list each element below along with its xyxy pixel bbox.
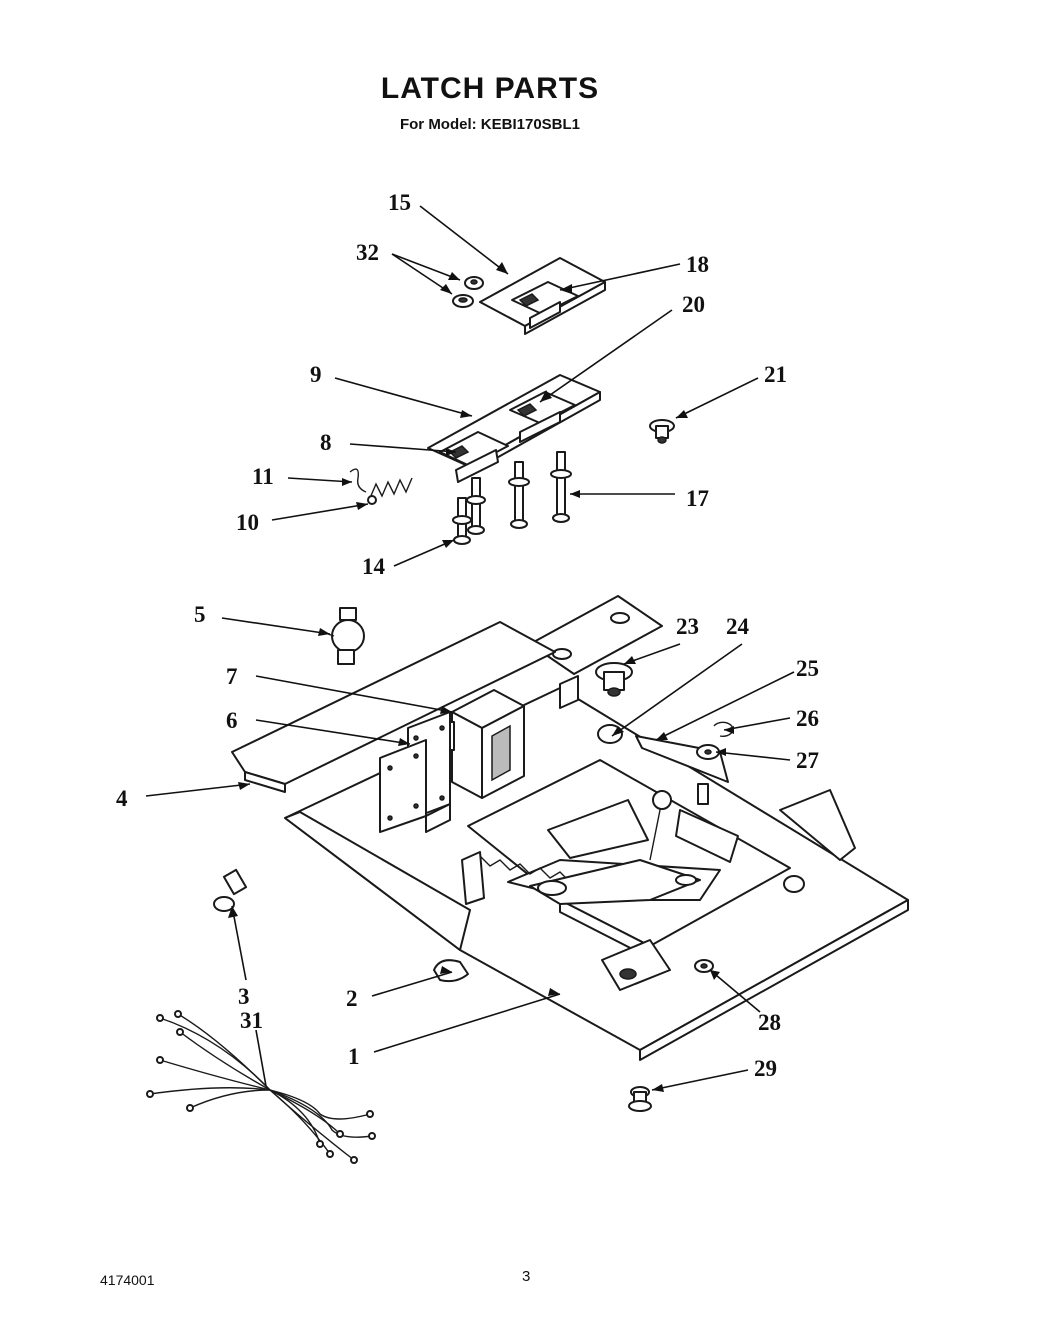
page-title: LATCH PARTS xyxy=(380,72,600,105)
callout-3: 3 xyxy=(238,984,250,1009)
part-31-wire-harness xyxy=(146,1010,376,1164)
part-29-screw xyxy=(628,1086,652,1112)
leader-arrowheads xyxy=(228,262,734,1092)
callout-9: 9 xyxy=(310,362,322,387)
part-14-screws xyxy=(452,477,486,545)
page-number: 3 xyxy=(522,1268,531,1285)
part-11-clip xyxy=(349,468,367,493)
callout-15: 15 xyxy=(388,190,411,215)
callout-29: 29 xyxy=(754,1056,777,1081)
model-subtitle: For Model: KEBI170SBL1 xyxy=(399,116,581,133)
callout-6: 6 xyxy=(226,708,238,733)
callout-26: 26 xyxy=(796,706,819,731)
part-23-bumper xyxy=(595,662,633,697)
callout-11: 11 xyxy=(252,464,274,489)
part-25-rod xyxy=(635,735,729,783)
part-4-strip xyxy=(231,621,556,793)
callout-24: 24 xyxy=(726,614,750,639)
part-21-knob xyxy=(649,419,675,444)
callout-23: 23 xyxy=(676,614,699,639)
callout-18: 18 xyxy=(686,252,709,277)
part-17-screws xyxy=(508,451,572,529)
part-15-switch-bracket xyxy=(479,257,606,335)
part-2-hook xyxy=(433,959,469,983)
part-1-base-plate xyxy=(284,687,909,1061)
callout-31: 31 xyxy=(240,1008,263,1033)
part-28-grommet xyxy=(694,959,714,973)
document-number: 4174001 xyxy=(100,1272,155,1288)
callout-2: 2 xyxy=(346,986,358,1011)
callout-4: 4 xyxy=(116,786,128,811)
callout-17: 17 xyxy=(686,486,709,511)
callout-21: 21 xyxy=(764,362,787,387)
callout-20: 20 xyxy=(682,292,705,317)
part-32-nuts xyxy=(452,276,484,308)
part-27-washer xyxy=(696,744,720,760)
part-7-solenoid xyxy=(439,689,525,799)
callout-14: 14 xyxy=(362,554,386,579)
part-26-clip xyxy=(713,721,734,737)
callout-28: 28 xyxy=(758,1010,781,1035)
part-9-bracket xyxy=(427,374,601,483)
callout-1: 1 xyxy=(348,1044,360,1069)
part-5-thermostat xyxy=(321,607,365,665)
callout-32: 32 xyxy=(356,240,379,265)
part-10-spring xyxy=(367,477,413,505)
callout-27: 27 xyxy=(796,748,819,773)
callout-5: 5 xyxy=(194,602,206,627)
callout-10: 10 xyxy=(236,510,259,535)
part-6-plates xyxy=(379,711,451,833)
callout-25: 25 xyxy=(796,656,819,681)
top-cross-bracket xyxy=(529,595,663,709)
callout-8: 8 xyxy=(320,430,332,455)
leader-lines xyxy=(145,205,795,1091)
part-3-screw xyxy=(213,868,248,912)
callout-7: 7 xyxy=(226,664,238,689)
